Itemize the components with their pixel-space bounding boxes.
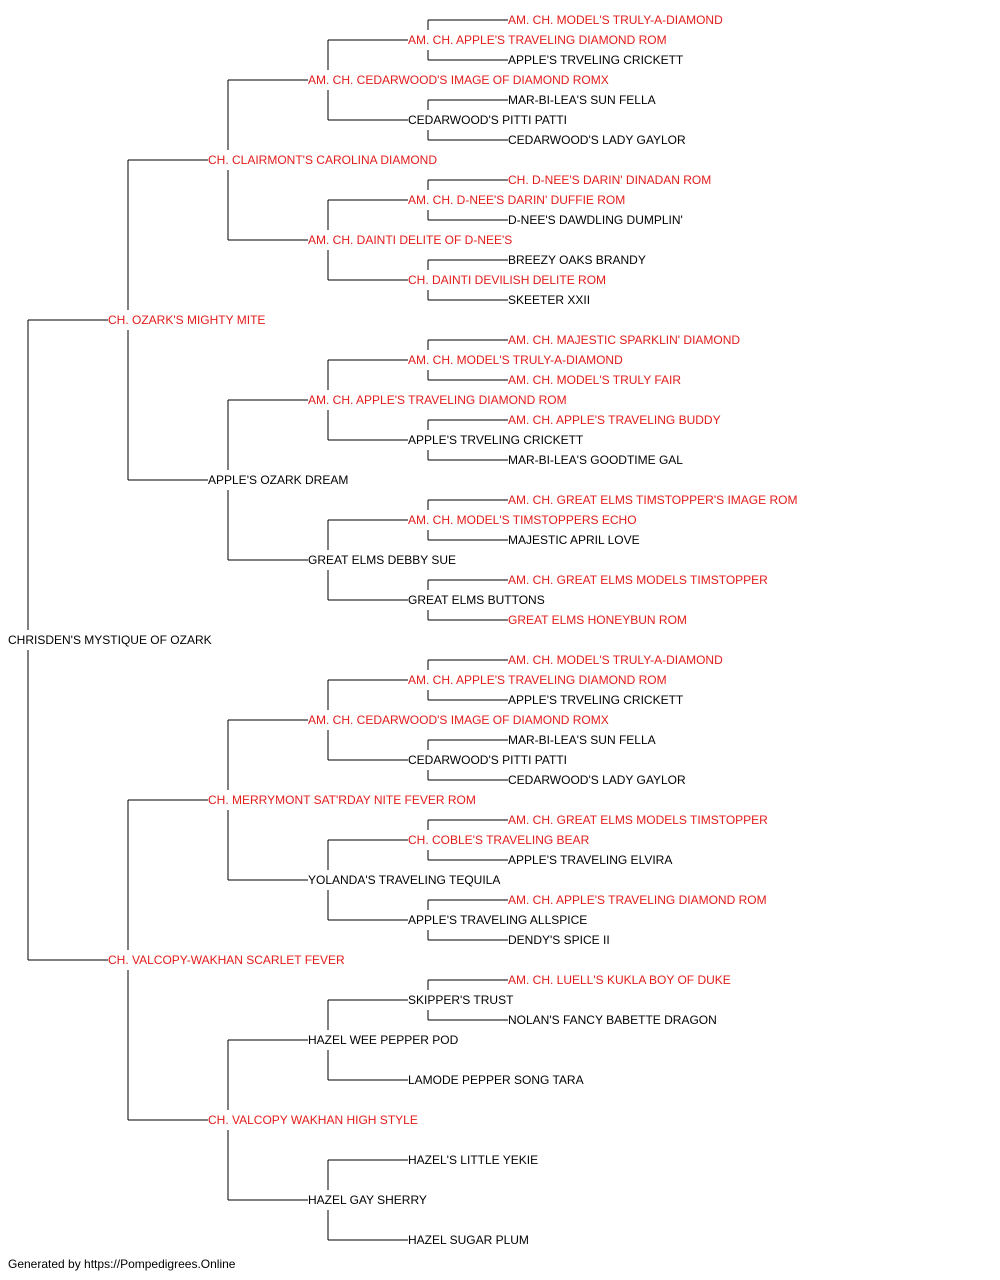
champion-ancestor-name[interactable]: CH. VALCOPY WAKHAN HIGH STYLE [208,1113,418,1127]
champion-ancestor-name[interactable]: AM. CH. GREAT ELMS MODELS TIMSTOPPER [508,813,768,827]
champion-ancestor-name[interactable]: AM. CH. CEDARWOOD'S IMAGE OF DIAMOND ROM… [308,713,609,727]
pedigree-tree: CHRISDEN'S MYSTIQUE OF OZARK CH. OZARK'S … [8,13,797,1247]
ancestor-name[interactable]: DENDY'S SPICE II [508,933,610,947]
ancestor-name[interactable]: CEDARWOOD'S PITTI PATTI [408,753,567,767]
ancestor-name[interactable]: D-NEE'S DAWDLING DUMPLIN' [508,213,683,227]
ancestor-name[interactable]: MAJESTIC APRIL LOVE [508,533,640,547]
champion-ancestor-name[interactable]: AM. CH. GREAT ELMS TIMSTOPPER'S IMAGE RO… [508,493,797,507]
champion-ancestor-name[interactable]: AM. CH. CEDARWOOD'S IMAGE OF DIAMOND ROM… [308,73,609,87]
champion-ancestor-name[interactable]: AM. CH. APPLE'S TRAVELING DIAMOND ROM [408,33,667,47]
ancestor-name[interactable]: CEDARWOOD'S LADY GAYLOR [508,133,686,147]
champion-ancestor-name[interactable]: CH. CLAIRMONT'S CAROLINA DIAMOND [208,153,437,167]
ancestor-name[interactable]: APPLE'S TRVELING CRICKETT [408,433,584,447]
champion-ancestor-name[interactable]: CH. MERRYMONT SAT'RDAY NITE FEVER ROM [208,793,476,807]
ancestor-name[interactable]: HAZEL'S LITTLE YEKIE [408,1153,538,1167]
champion-ancestor-name[interactable]: CH. DAINTI DEVILISH DELITE ROM [408,273,606,287]
champion-ancestor-name[interactable]: AM. CH. APPLE'S TRAVELING BUDDY [508,413,721,427]
subject-dog-name[interactable]: CHRISDEN'S MYSTIQUE OF OZARK [8,633,212,647]
champion-ancestor-name[interactable]: CH. D-NEE'S DARIN' DINADAN ROM [508,173,711,187]
ancestor-name[interactable]: YOLANDA'S TRAVELING TEQUILA [308,873,500,887]
champion-ancestor-name[interactable]: AM. CH. MAJESTIC SPARKLIN' DIAMOND [508,333,740,347]
ancestor-name[interactable]: GREAT ELMS DEBBY SUE [308,553,456,567]
champion-ancestor-name[interactable]: AM. CH. APPLE'S TRAVELING DIAMOND ROM [408,673,667,687]
ancestor-name[interactable]: NOLAN'S FANCY BABETTE DRAGON [508,1013,717,1027]
champion-ancestor-name[interactable]: AM. CH. D-NEE'S DARIN' DUFFIE ROM [408,193,625,207]
champion-ancestor-name[interactable]: AM. CH. MODEL'S TRULY-A-DIAMOND [508,13,723,27]
ancestor-name[interactable]: MAR-BI-LEA'S SUN FELLA [508,93,656,107]
ancestor-name[interactable]: SKEETER XXII [508,293,590,307]
champion-ancestor-name[interactable]: AM. CH. LUELL'S KUKLA BOY OF DUKE [508,973,731,987]
champion-ancestor-name[interactable]: AM. CH. APPLE'S TRAVELING DIAMOND ROM [508,893,767,907]
ancestor-name[interactable]: LAMODE PEPPER SONG TARA [408,1073,584,1087]
ancestor-name[interactable]: CEDARWOOD'S LADY GAYLOR [508,773,686,787]
ancestor-name[interactable]: APPLE'S TRVELING CRICKETT [508,53,684,67]
champion-ancestor-name[interactable]: AM. CH. GREAT ELMS MODELS TIMSTOPPER [508,573,768,587]
champion-ancestor-name[interactable]: AM. CH. APPLE'S TRAVELING DIAMOND ROM [308,393,567,407]
ancestor-name[interactable]: MAR-BI-LEA'S SUN FELLA [508,733,656,747]
ancestor-name[interactable]: HAZEL GAY SHERRY [308,1193,427,1207]
champion-ancestor-name[interactable]: AM. CH. MODEL'S TRULY FAIR [508,373,681,387]
ancestor-name[interactable]: APPLE'S TRAVELING ALLSPICE [408,913,587,927]
ancestor-name[interactable]: BREEZY OAKS BRANDY [508,253,646,267]
ancestor-name[interactable]: GREAT ELMS BUTTONS [408,593,545,607]
ancestor-name[interactable]: APPLE'S OZARK DREAM [208,473,348,487]
champion-ancestor-name[interactable]: AM. CH. MODEL'S TIMSTOPPERS ECHO [408,513,637,527]
ancestor-name[interactable]: HAZEL WEE PEPPER POD [308,1033,459,1047]
footer-credit: Generated by https://Pompedigrees.Online [8,1257,236,1271]
ancestor-name[interactable]: MAR-BI-LEA'S GOODTIME GAL [508,453,683,467]
ancestor-name[interactable]: APPLE'S TRVELING CRICKETT [508,693,684,707]
ancestor-name[interactable]: SKIPPER'S TRUST [408,993,514,1007]
champion-ancestor-name[interactable]: AM. CH. MODEL'S TRULY-A-DIAMOND [508,653,723,667]
champion-ancestor-name[interactable]: CH. OZARK'S MIGHTY MITE [108,313,265,327]
champion-ancestor-name[interactable]: AM. CH. DAINTI DELITE OF D-NEE'S [308,233,512,247]
ancestor-name[interactable]: HAZEL SUGAR PLUM [408,1233,529,1247]
champion-ancestor-name[interactable]: GREAT ELMS HONEYBUN ROM [508,613,687,627]
champion-ancestor-name[interactable]: AM. CH. MODEL'S TRULY-A-DIAMOND [408,353,623,367]
champion-ancestor-name[interactable]: CH. VALCOPY-WAKHAN SCARLET FEVER [108,953,345,967]
champion-ancestor-name[interactable]: CH. COBLE'S TRAVELING BEAR [408,833,590,847]
ancestor-name[interactable]: CEDARWOOD'S PITTI PATTI [408,113,567,127]
ancestor-name[interactable]: APPLE'S TRAVELING ELVIRA [508,853,672,867]
